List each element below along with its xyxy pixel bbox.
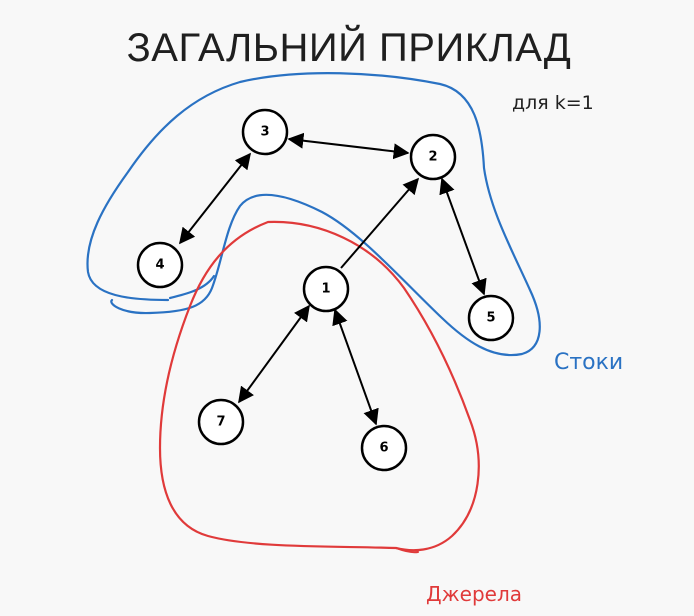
node-7: 7 [197, 398, 245, 446]
sources-label: Джерела [426, 582, 522, 606]
node-2: 2 [409, 133, 457, 181]
edges-layer [179, 132, 487, 426]
edge-1-6 [332, 308, 379, 426]
edge-3-2 [287, 132, 410, 160]
node-6: 6 [360, 424, 408, 472]
node-4: 4 [136, 241, 184, 289]
node-5-label: 5 [486, 311, 495, 326]
node-6-label: 6 [379, 441, 388, 456]
node-4-label: 4 [155, 258, 164, 273]
node-1: 1 [302, 265, 350, 313]
edge-3-4 [179, 152, 251, 245]
edge-1-7 [238, 304, 310, 404]
edge-1-2 [340, 177, 420, 269]
sources-region-outline [158, 220, 480, 552]
sources-outline-tail [395, 547, 419, 554]
node-3-label: 3 [260, 125, 269, 140]
node-3: 3 [241, 108, 289, 156]
subtitle: для k=1 [512, 92, 594, 114]
sinks-label: Стоки [554, 350, 624, 375]
page-title: ЗАГАЛЬНИЙ ПРИКЛАД [126, 26, 572, 70]
node-1-label: 1 [321, 282, 330, 297]
node-2-label: 2 [428, 150, 437, 165]
node-7-label: 7 [216, 415, 225, 430]
node-5: 5 [467, 294, 515, 342]
sinks-outline-tail [168, 274, 216, 300]
edge-2-5 [439, 177, 487, 296]
